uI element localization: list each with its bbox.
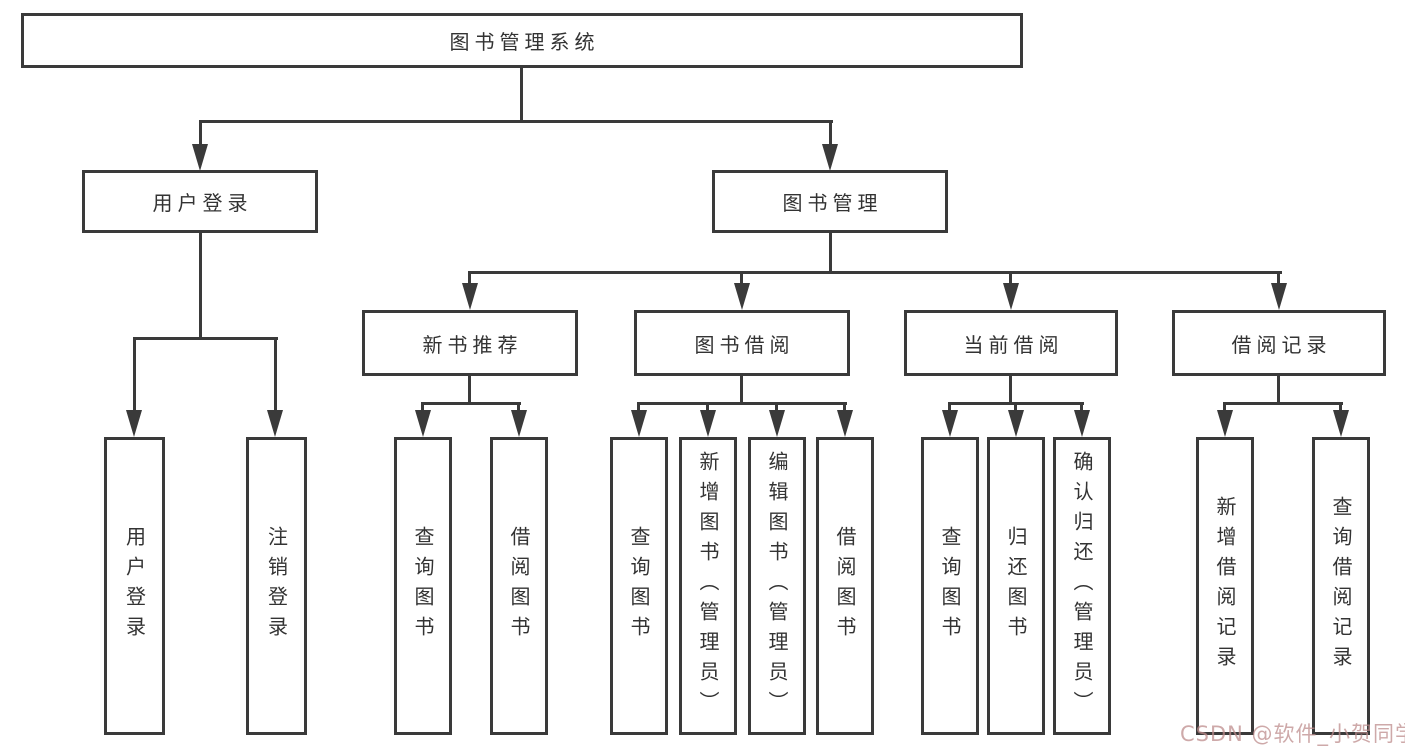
leaf-borrowing-query-books: 查询图书 xyxy=(610,437,668,735)
connector-line xyxy=(1009,376,1012,402)
node-label: 当前借阅 xyxy=(963,332,1064,357)
node-label: 用户登录 xyxy=(152,191,253,215)
leaf-recommend-borrow-books: 借阅图书 xyxy=(490,437,548,735)
connector-line xyxy=(1277,376,1280,402)
connector-line xyxy=(948,402,951,412)
connector-line xyxy=(637,402,640,412)
leaf-current-confirm-return-admin: 确认归还（管理员） xyxy=(1053,437,1111,735)
node-book-management: 图书管理 xyxy=(712,170,948,233)
arrow-down-icon xyxy=(1217,410,1233,437)
leaf-records-add-borrow-record: 新增借阅记录 xyxy=(1196,437,1254,735)
arrow-down-icon xyxy=(631,410,647,437)
connector-line xyxy=(1009,271,1012,285)
connector-line xyxy=(199,233,202,337)
arrow-down-icon xyxy=(1333,410,1349,437)
arrow-down-icon xyxy=(837,410,853,437)
leaf-label: 用户登录 xyxy=(122,526,147,646)
arrow-down-icon xyxy=(734,283,750,310)
csdn-watermark: CSDN @软件_小贺同学 xyxy=(1180,722,1405,746)
node-user-login: 用户登录 xyxy=(82,170,318,233)
leaf-borrowing-add-books-admin: 新增图书（管理员） xyxy=(679,437,737,735)
leaf-records-query-borrow-record: 查询借阅记录 xyxy=(1312,437,1370,735)
connector-line xyxy=(1277,271,1280,285)
connector-line xyxy=(843,402,846,412)
leaf-recommend-query-books: 查询图书 xyxy=(394,437,452,735)
arrow-down-icon xyxy=(769,410,785,437)
connector-line xyxy=(829,233,832,271)
leaf-label: 查询图书 xyxy=(627,526,651,646)
node-library-management-system: 图书管理系统 xyxy=(21,13,1023,68)
leaf-current-return-books: 归还图书 xyxy=(987,437,1045,735)
arrow-down-icon xyxy=(1008,410,1024,437)
arrow-down-icon xyxy=(462,283,478,310)
leaf-label: 确认归还（管理员） xyxy=(1070,451,1094,721)
leaf-label: 借阅图书 xyxy=(507,526,531,646)
connector-line xyxy=(1223,402,1343,405)
connector-line xyxy=(517,402,520,412)
connector-line xyxy=(1223,402,1226,412)
arrow-down-icon xyxy=(700,410,716,437)
node-label: 借阅记录 xyxy=(1231,332,1332,357)
leaf-label: 归还图书 xyxy=(1004,526,1028,646)
connector-line xyxy=(274,337,277,412)
arrow-down-icon xyxy=(415,410,431,437)
leaf-label: 新增图书（管理员） xyxy=(696,451,720,721)
leaf-label: 查询图书 xyxy=(411,526,435,646)
connector-line xyxy=(637,402,847,405)
connector-line xyxy=(775,402,778,412)
connector-line xyxy=(740,376,743,402)
connector-line xyxy=(740,271,743,285)
node-new-book-recommend: 新书推荐 xyxy=(362,310,578,376)
node-book-borrowing: 图书借阅 xyxy=(634,310,850,376)
arrow-down-icon xyxy=(822,144,838,171)
leaf-label: 注销登录 xyxy=(264,526,289,646)
connector-line xyxy=(706,402,709,412)
connector-line xyxy=(468,376,471,402)
connector-line xyxy=(829,120,832,146)
connector-line xyxy=(468,271,471,285)
arrow-down-icon xyxy=(1074,410,1090,437)
connector-line xyxy=(133,337,136,412)
connector-line xyxy=(1014,402,1017,412)
leaf-label: 编辑图书（管理员） xyxy=(765,451,789,721)
node-label: 图书管理 xyxy=(782,191,883,215)
leaf-borrowing-borrow-books: 借阅图书 xyxy=(816,437,874,735)
arrow-down-icon xyxy=(192,144,208,171)
connector-line xyxy=(133,337,278,340)
node-label: 图书管理系统 xyxy=(449,30,600,54)
leaf-label: 新增借阅记录 xyxy=(1213,496,1237,676)
arrow-down-icon xyxy=(267,410,283,437)
arrow-down-icon xyxy=(1003,283,1019,310)
leaf-user-login: 用户登录 xyxy=(104,437,165,735)
arrow-down-icon xyxy=(126,410,142,437)
leaf-logout: 注销登录 xyxy=(246,437,307,735)
node-current-borrowing: 当前借阅 xyxy=(904,310,1118,376)
connector-line xyxy=(520,68,523,120)
node-label: 新书推荐 xyxy=(422,332,523,357)
arrow-down-icon xyxy=(942,410,958,437)
leaf-label: 借阅图书 xyxy=(833,526,857,646)
arrow-down-icon xyxy=(511,410,527,437)
leaf-current-query-books: 查询图书 xyxy=(921,437,979,735)
connector-line xyxy=(1339,402,1342,412)
connector-line xyxy=(1080,402,1083,412)
node-borrowing-records: 借阅记录 xyxy=(1172,310,1386,376)
connector-line xyxy=(421,402,424,412)
arrow-down-icon xyxy=(1271,283,1287,310)
leaf-label: 查询借阅记录 xyxy=(1329,496,1353,676)
connector-line xyxy=(199,120,202,146)
connector-line xyxy=(468,271,1282,274)
leaf-label: 查询图书 xyxy=(938,526,962,646)
connector-line xyxy=(421,402,521,405)
connector-line xyxy=(199,120,833,123)
node-label: 图书借阅 xyxy=(694,332,795,357)
leaf-borrowing-edit-books-admin: 编辑图书（管理员） xyxy=(748,437,806,735)
